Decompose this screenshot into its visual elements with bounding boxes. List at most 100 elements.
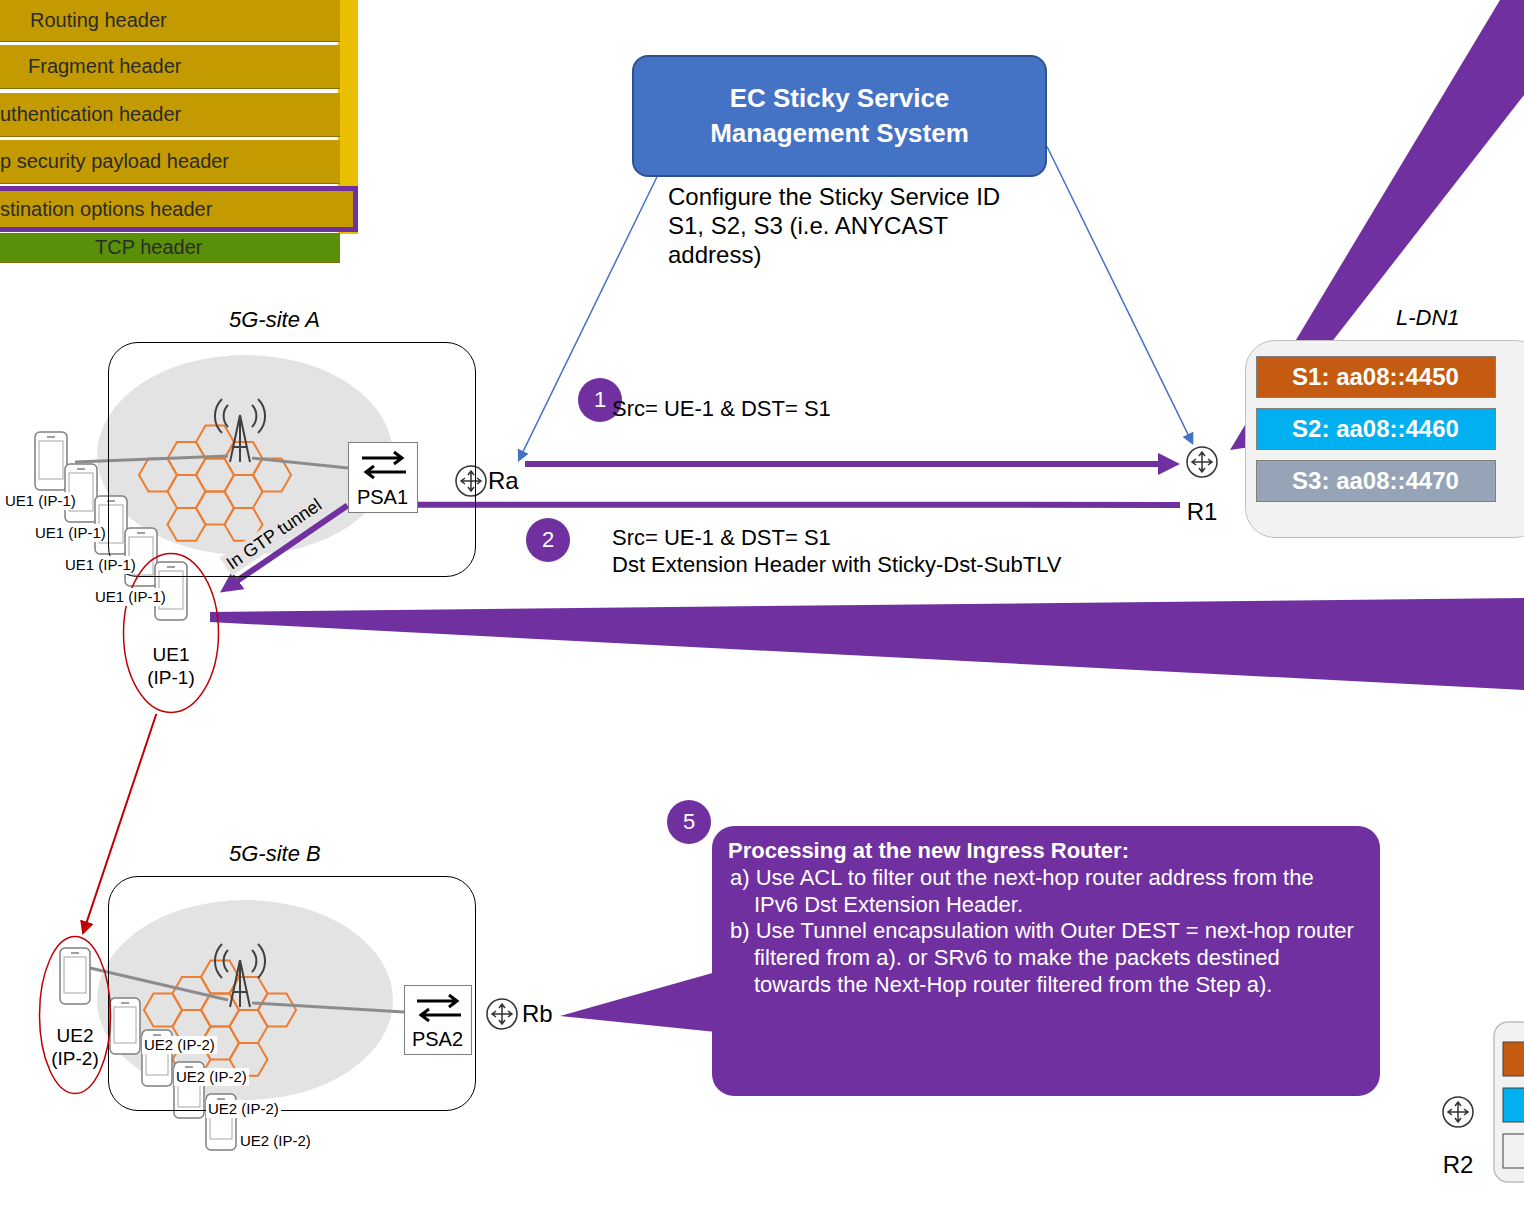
router-arrows <box>1192 452 1212 472</box>
connector <box>85 714 157 928</box>
device-label: UE2 (IP-2) <box>238 1132 313 1150</box>
node-text: (IP-2) <box>51 1048 99 1071</box>
callout-box: Processing at the new Ingress Router:a) … <box>712 826 1380 1096</box>
phone-screen <box>39 441 63 479</box>
device-label: UE1 (IP-1) <box>3 492 78 510</box>
node-text: 5G-site B <box>229 841 321 867</box>
data-network-box <box>1494 1022 1524 1182</box>
psa-icon <box>417 995 461 1021</box>
antenna <box>215 944 265 978</box>
phone-screen <box>64 957 86 993</box>
service-box: S1: aa08::4450 <box>1256 356 1496 398</box>
node-text: Rb <box>522 995 556 1033</box>
connector <box>525 461 1169 467</box>
ue-ellipse: UE1(IP-1) <box>122 552 220 714</box>
router-node: Ra <box>455 462 525 500</box>
router-node: R1 <box>1180 445 1224 527</box>
ue-outline <box>122 552 220 714</box>
management-box: EC Sticky Service Management System <box>632 55 1047 177</box>
header-bar: p security payload header <box>0 140 340 184</box>
data-network-box <box>1503 1088 1524 1122</box>
device-label: UE2 (IP-2) <box>142 1036 217 1054</box>
radio-link <box>252 458 348 468</box>
phone-icon <box>35 432 67 490</box>
ue-outline <box>40 937 111 1094</box>
router-icon <box>1187 447 1217 477</box>
node-text: S3: aa08::4470 <box>1292 467 1459 495</box>
router-node: Rb <box>486 995 556 1033</box>
phone-speaker <box>77 468 85 470</box>
ue-outline <box>124 554 219 713</box>
connector <box>418 502 1181 508</box>
ue-ellipse: UE2(IP-2) <box>38 935 112 1095</box>
cell-hexagon <box>253 459 291 492</box>
annotation-text: Dst Extension Header with Sticky-Dst-Sub… <box>612 552 1062 578</box>
cell-hexagon <box>144 994 182 1027</box>
node-text: a) Use ACL to filter out the next-hop ro… <box>728 865 1362 919</box>
header-bar: uthentication header <box>0 93 340 137</box>
router-icon <box>1443 1097 1473 1127</box>
device-label: UE1 (IP-1) <box>93 588 168 606</box>
cell-hexagon <box>139 459 177 492</box>
device-label: UE1 (IP-1) <box>33 524 108 542</box>
antenna <box>215 399 265 462</box>
site-box: 5G-site BPSA2 <box>108 876 476 1111</box>
annotation-text: Configure the Sticky Service ID S1, S2, … <box>668 183 1038 269</box>
callout-pointer <box>560 972 716 1032</box>
device-label: UE2 (IP-2) <box>206 1100 281 1118</box>
phone-speaker <box>47 436 55 438</box>
node-text: R1 <box>1187 497 1218 527</box>
phone-icon <box>60 948 90 1004</box>
psa-icon <box>411 991 467 1025</box>
node-text: 5G-site A <box>229 307 320 333</box>
radio-link <box>75 456 228 462</box>
node-text: stination options header <box>0 198 212 221</box>
ue-outline <box>38 935 112 1095</box>
antenna <box>230 960 250 1007</box>
router-icon <box>456 447 1473 1127</box>
node-text: uthentication header <box>0 103 181 126</box>
header-bar: Fragment header <box>0 45 340 89</box>
callout-number: 5 <box>667 800 711 844</box>
radio-link <box>252 1003 404 1012</box>
node-text: Routing header <box>30 9 167 32</box>
node-text: Fragment header <box>28 55 181 78</box>
header-bar: Routing header <box>0 0 340 42</box>
node-text: L-DN1 <box>1396 305 1460 331</box>
radio-link <box>90 968 228 1000</box>
cell-hexagon <box>168 508 206 541</box>
psa-box: PSA1 <box>348 442 418 513</box>
node-text: UE2 <box>57 1025 94 1048</box>
site-box: 5G-site APSA1 <box>108 342 476 577</box>
coverage-area <box>97 900 393 1100</box>
annotation-text: Src= UE-1 & DST= S1 <box>612 396 831 422</box>
cell-hexagon <box>258 994 296 1027</box>
router-node: R2 <box>1436 1095 1480 1180</box>
data-network-box <box>1503 1134 1524 1168</box>
node-text: PSA1 <box>357 486 408 509</box>
device-label: UE2 (IP-2) <box>174 1068 249 1086</box>
phone-speaker <box>71 952 79 954</box>
radio-link <box>75 456 404 1012</box>
callout-pointer <box>1230 0 1524 450</box>
phone-speaker <box>167 566 175 568</box>
psa-icon <box>362 452 406 478</box>
node-text: R2 <box>1443 1150 1474 1180</box>
antenna <box>215 944 265 1007</box>
node-text: (IP-1) <box>147 667 195 690</box>
phone-screen <box>114 1007 136 1043</box>
router-icon <box>487 999 517 1029</box>
device-label: UE1 (IP-1) <box>63 556 138 574</box>
node-text: TCP header <box>95 236 202 259</box>
node-text: S2: aa08::4460 <box>1292 415 1459 443</box>
callout-number: 2 <box>526 518 570 562</box>
router-arrows <box>1448 1102 1468 1122</box>
antenna <box>230 415 250 462</box>
annotation-text: Src= UE-1 & DST= S1 <box>612 525 831 551</box>
psa-box: PSA2 <box>404 985 472 1055</box>
header-bar: stination options header <box>0 186 358 232</box>
router-icon <box>456 466 486 496</box>
phone-icon <box>110 998 140 1054</box>
node-text: p security payload header <box>0 150 229 173</box>
data-network-box <box>1494 1022 1524 1182</box>
